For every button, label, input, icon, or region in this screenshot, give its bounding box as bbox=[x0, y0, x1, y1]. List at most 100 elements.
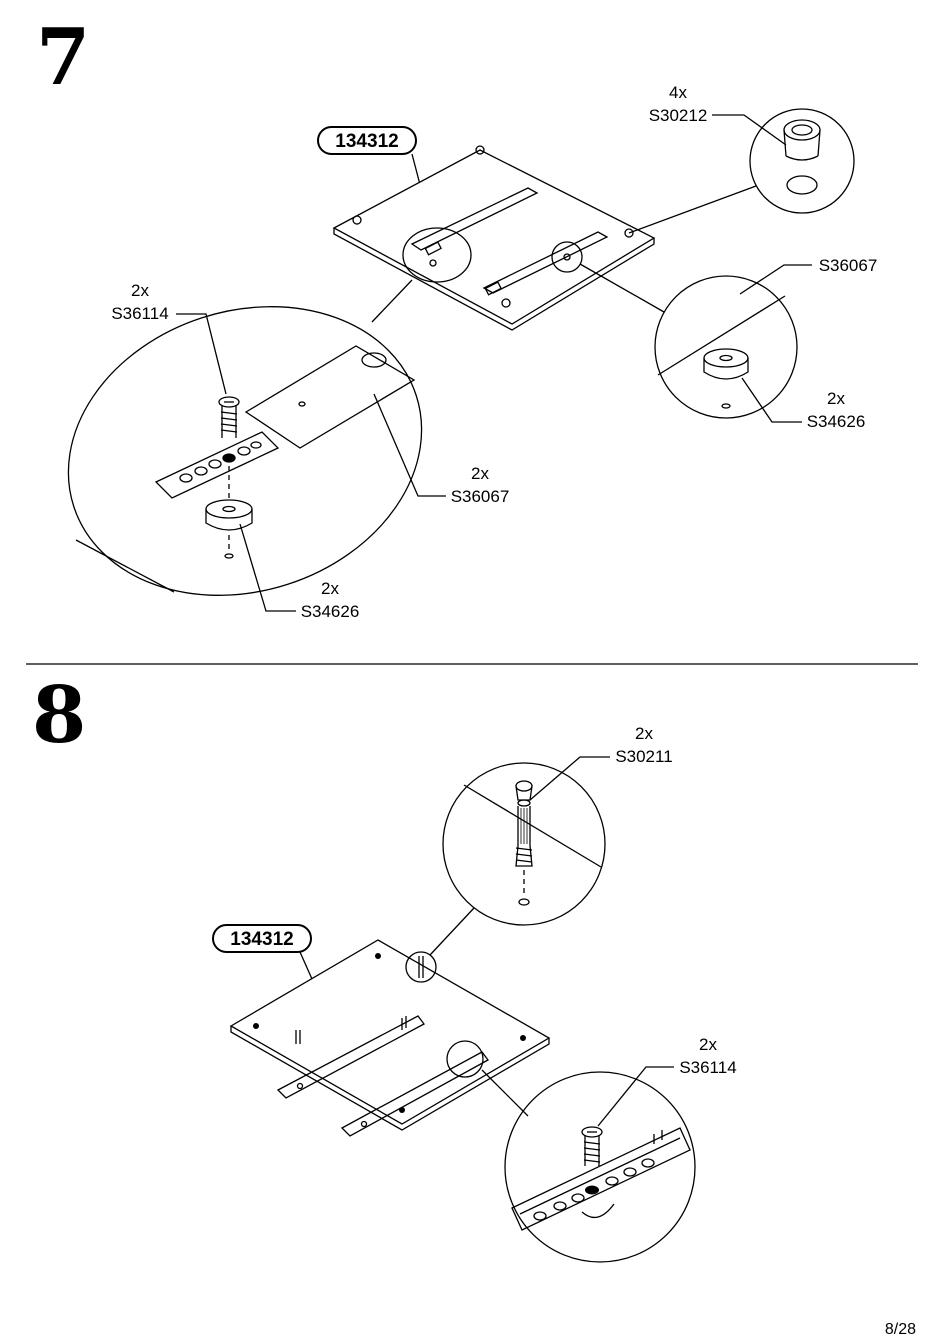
spacer-body bbox=[205, 509, 253, 531]
detail-runner-screw: 2x S36114 bbox=[446, 1035, 737, 1263]
label-code: S36114 bbox=[111, 304, 168, 323]
spacer-hole bbox=[719, 354, 733, 362]
cam-top bbox=[783, 119, 821, 141]
runner-hole bbox=[361, 352, 387, 368]
bracket-lip bbox=[519, 1137, 681, 1215]
label-qty: 2x bbox=[471, 464, 489, 483]
part-id: 134312 bbox=[230, 929, 293, 950]
detail-connector bbox=[429, 907, 475, 956]
runner-screw bbox=[484, 281, 502, 296]
detail-source-circle bbox=[551, 241, 583, 273]
panel-hole bbox=[224, 553, 234, 559]
cam-hole bbox=[786, 175, 818, 195]
bracket-holes bbox=[533, 1158, 655, 1221]
runner-bracket bbox=[154, 431, 280, 499]
panel-hole bbox=[375, 953, 381, 959]
label-leader bbox=[712, 114, 787, 146]
screw-icon bbox=[218, 396, 240, 462]
drawer-runner bbox=[276, 1015, 425, 1099]
detail-connector bbox=[579, 263, 665, 313]
part-badge: 134312 bbox=[317, 126, 417, 155]
panel-edge bbox=[230, 1026, 550, 1131]
label-leader bbox=[597, 1066, 674, 1127]
detail-source-ellipse bbox=[402, 227, 472, 283]
label-code: S30212 bbox=[649, 106, 708, 125]
spacer bbox=[429, 259, 437, 267]
spacer-top bbox=[205, 499, 253, 519]
cam-fitting bbox=[624, 228, 634, 238]
cam-fitting bbox=[352, 215, 362, 225]
panel-diagram bbox=[229, 939, 551, 1137]
detail-runner-left: 2x S36114 2x S36067 2x S34626 bbox=[67, 227, 510, 621]
detail-connector bbox=[481, 1069, 529, 1117]
screw-icon bbox=[581, 1126, 603, 1195]
label-qty: 2x bbox=[321, 579, 339, 598]
detail-connector bbox=[371, 279, 413, 323]
cam-bolt bbox=[295, 1030, 301, 1044]
runner-hole bbox=[298, 401, 306, 407]
step-number: 7 bbox=[36, 12, 90, 103]
spacer-hole bbox=[222, 505, 236, 513]
runner-bracket bbox=[511, 1127, 691, 1231]
cam-body bbox=[783, 129, 821, 161]
drawer-runner bbox=[340, 1051, 489, 1137]
detail-cam-bolt: 2x S30211 bbox=[405, 724, 673, 983]
panel-hole bbox=[721, 403, 731, 409]
cam-slot bbox=[791, 124, 813, 136]
label-code: S36067 bbox=[451, 487, 510, 506]
detail-cam-fitting: 4x S30212 bbox=[628, 83, 855, 234]
label-leader bbox=[739, 264, 812, 295]
part-badge: 134312 bbox=[212, 924, 312, 953]
label-code: S34626 bbox=[301, 602, 360, 621]
runner-edge bbox=[657, 295, 786, 376]
label-qty: 2x bbox=[131, 281, 149, 300]
label-qty: 2x bbox=[827, 389, 845, 408]
panel-edge bbox=[333, 228, 655, 331]
label-leader bbox=[741, 377, 802, 423]
detail-source-circle bbox=[405, 951, 437, 983]
part-badge-outline bbox=[212, 924, 312, 953]
label-code: S30211 bbox=[615, 747, 672, 766]
drawer-runner bbox=[482, 231, 609, 294]
label-qty: 2x bbox=[635, 724, 653, 743]
detail-ellipse bbox=[67, 306, 423, 596]
runner-screw bbox=[424, 241, 442, 256]
panel-hole bbox=[253, 1023, 259, 1029]
label-leader bbox=[373, 393, 446, 497]
runner-hole bbox=[296, 1082, 304, 1090]
drawer-runner bbox=[410, 187, 539, 251]
label-code: S36067 bbox=[819, 256, 878, 275]
runner-rail bbox=[244, 345, 416, 449]
bracket-tab bbox=[653, 1130, 663, 1144]
panel-hole bbox=[520, 1035, 526, 1041]
panel-top-face bbox=[229, 939, 551, 1125]
panel-diagram bbox=[332, 145, 656, 331]
cam-fitting bbox=[501, 298, 511, 308]
label-leader bbox=[176, 313, 227, 395]
detail-source-circle bbox=[446, 1040, 484, 1078]
step-7: 7 134312 bbox=[36, 12, 878, 621]
label-leader bbox=[529, 756, 610, 801]
part-id: 134312 bbox=[335, 131, 398, 152]
detail-circle bbox=[749, 108, 855, 214]
cam-bolt-icon bbox=[515, 780, 533, 867]
label-qty: 4x bbox=[669, 83, 687, 102]
detail-circle bbox=[504, 1071, 696, 1263]
label-qty: 2x bbox=[699, 1035, 717, 1054]
page-number: 8/28 bbox=[885, 1321, 916, 1338]
spacer-body bbox=[703, 358, 749, 380]
spacer bbox=[563, 253, 571, 261]
runner-hole bbox=[360, 1120, 368, 1128]
detail-spacer-right: S36067 2x S34626 bbox=[551, 241, 878, 431]
label-code: S34626 bbox=[807, 412, 866, 431]
detail-connector bbox=[628, 185, 757, 234]
label-code: S36114 bbox=[679, 1058, 736, 1077]
cam-fitting bbox=[475, 145, 485, 155]
detail-circle bbox=[442, 762, 606, 926]
runner-screw bbox=[401, 1016, 407, 1030]
part-badge-outline bbox=[317, 126, 417, 155]
panel-hole bbox=[518, 898, 530, 906]
detail-circle bbox=[654, 275, 798, 419]
panel-edge bbox=[463, 784, 602, 868]
